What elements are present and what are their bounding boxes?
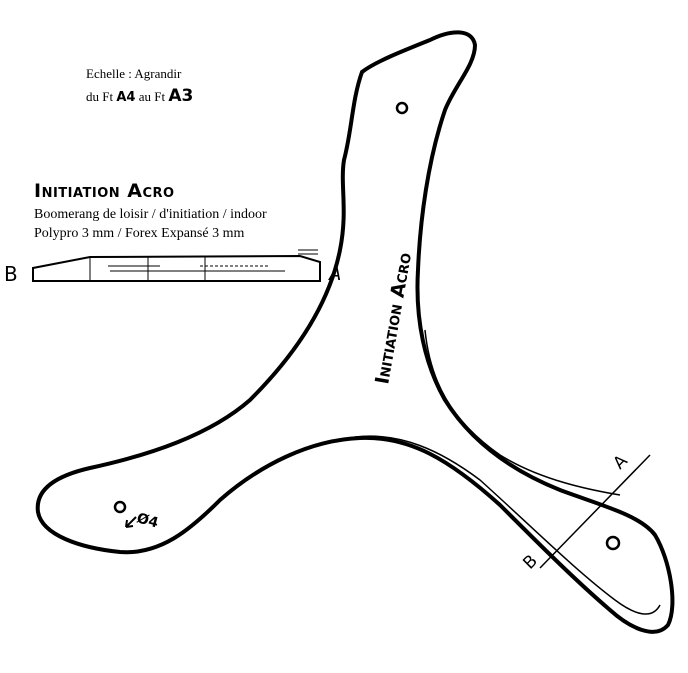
arm-title: Initiation Acro (371, 251, 416, 386)
du-ft-text: du Ft (86, 89, 114, 104)
section-cut-line (539, 454, 651, 569)
profile-label-b: B (4, 262, 18, 286)
hole-diameter-label: Ø4 (135, 510, 160, 531)
boomerang-outline (35, 30, 675, 634)
model-subtitle-1: Boomerang de loisir / d'initiation / ind… (34, 207, 267, 222)
hole-left (113, 500, 127, 514)
profile-section (32, 249, 321, 282)
scale-note-line1: Echelle : Agrandir (86, 66, 182, 81)
bevel-line-right-arm (354, 435, 661, 615)
scale-note-line2: du Ft A4 au Ft A3 (86, 86, 193, 106)
cut-label-b: B (519, 551, 541, 573)
cut-label-a: A (609, 451, 632, 474)
model-subtitle-2: Polypro 3 mm / Forex Expansé 3 mm (34, 226, 245, 241)
from-format: A4 (116, 90, 136, 105)
bevel-line-top-arm (424, 329, 621, 496)
hole-top (395, 101, 409, 115)
to-format: A3 (168, 86, 194, 106)
arrow-icon (125, 516, 137, 528)
au-ft-text: au Ft (138, 89, 166, 104)
model-title: Initiation Acro (34, 180, 175, 202)
hole-right (605, 535, 621, 551)
